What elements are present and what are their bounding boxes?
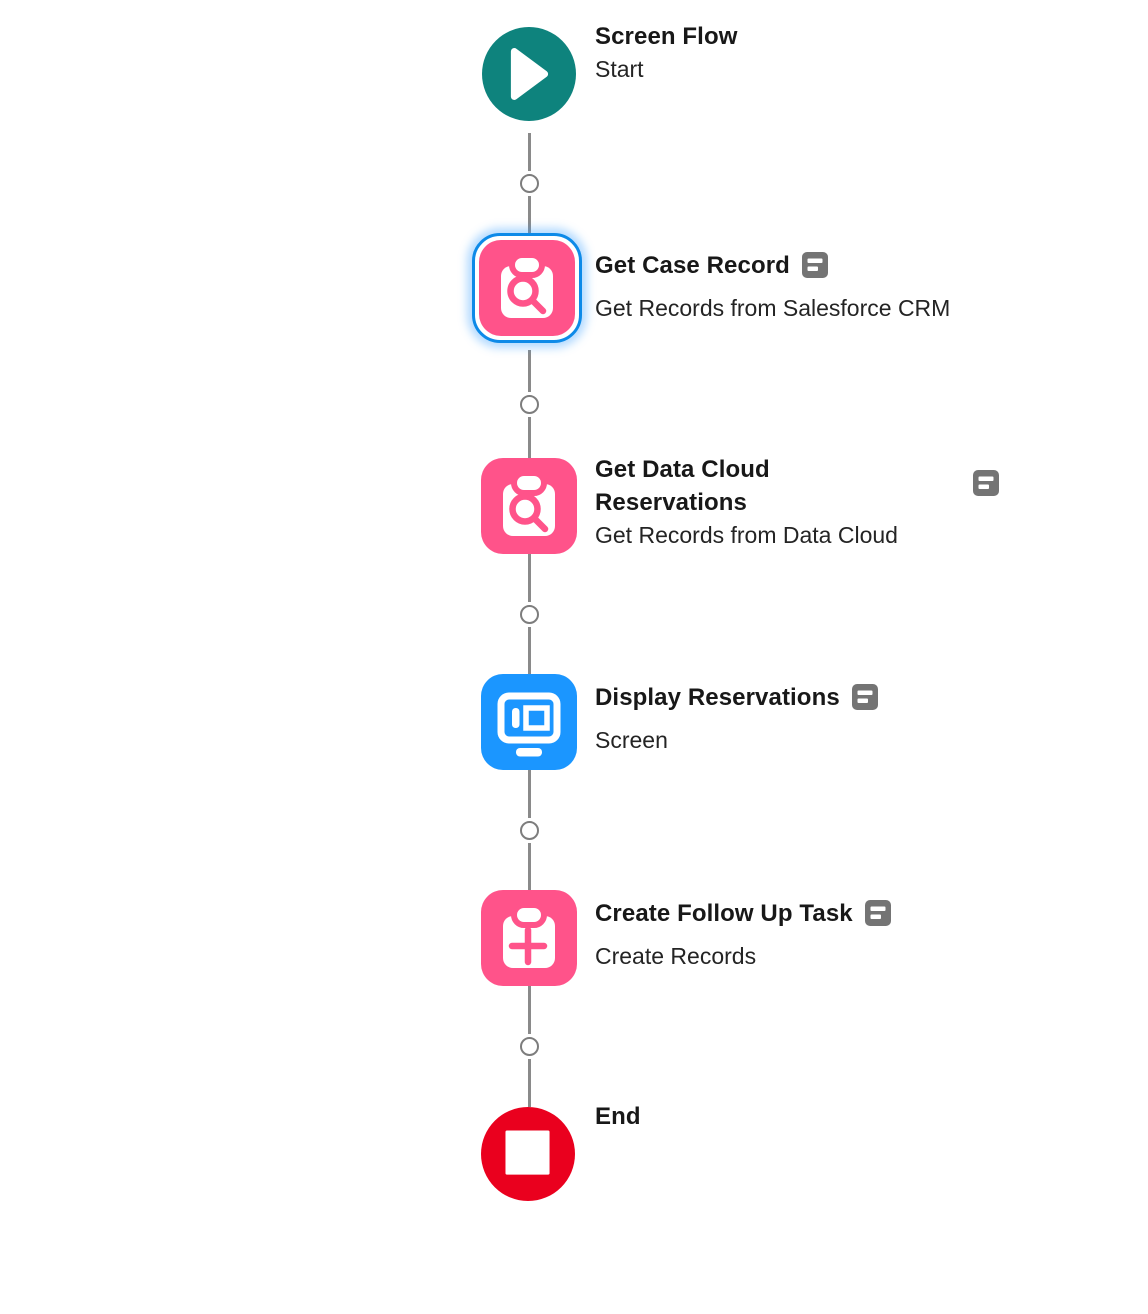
node-subtitle: Get Records from Salesforce CRM bbox=[595, 295, 951, 321]
connector-line bbox=[527, 350, 531, 392]
node-get-data-cloud-reservations[interactable] bbox=[481, 458, 577, 554]
connector-5 bbox=[518, 986, 540, 1107]
node-title: Create Follow Up Task bbox=[595, 900, 853, 927]
connector-line bbox=[527, 195, 531, 233]
node-title: End bbox=[595, 1103, 641, 1130]
node-end-label: End bbox=[595, 1100, 641, 1133]
node-end[interactable] bbox=[481, 1107, 575, 1201]
add-node-dot[interactable] bbox=[519, 604, 539, 624]
node-get-case-record[interactable] bbox=[472, 233, 582, 343]
add-node-dot[interactable] bbox=[519, 1037, 539, 1056]
node-display-reservations-label: Display Reservations Screen bbox=[595, 681, 878, 757]
description-icon[interactable] bbox=[851, 684, 878, 710]
selection-ring bbox=[472, 233, 582, 343]
connector-2 bbox=[518, 350, 540, 458]
add-node-dot[interactable] bbox=[519, 394, 539, 414]
description-icon[interactable] bbox=[801, 252, 828, 278]
node-title: Get Data Cloud Reservations bbox=[595, 456, 770, 516]
screen-icon bbox=[497, 692, 561, 757]
clipboard-search-icon bbox=[503, 470, 555, 536]
stop-square-icon bbox=[505, 1130, 550, 1175]
node-start-label: Screen Flow Start bbox=[595, 20, 737, 86]
connector-line bbox=[527, 133, 531, 171]
connector-line bbox=[527, 416, 531, 458]
connector-1 bbox=[518, 133, 540, 233]
node-subtitle: Start bbox=[595, 56, 644, 82]
connector-line bbox=[527, 986, 531, 1034]
node-subtitle: Screen bbox=[595, 727, 668, 753]
connector-line bbox=[527, 770, 531, 818]
node-title: Screen Flow bbox=[595, 23, 738, 50]
clipboard-add-icon bbox=[503, 902, 555, 968]
node-title: Display Reservations bbox=[595, 684, 840, 711]
play-icon bbox=[510, 48, 549, 100]
node-get-data-cloud-reservations-label: Get Data Cloud Reservations Get Records … bbox=[595, 453, 898, 552]
add-node-dot[interactable] bbox=[519, 173, 539, 193]
node-subtitle: Create Records bbox=[595, 943, 757, 969]
description-icon[interactable] bbox=[973, 470, 999, 496]
node-subtitle: Get Records from Data Cloud bbox=[595, 522, 898, 548]
connector-line bbox=[527, 626, 531, 674]
add-node-dot[interactable] bbox=[519, 820, 539, 840]
node-display-reservations[interactable] bbox=[481, 674, 577, 770]
node-create-follow-up-task[interactable] bbox=[481, 890, 577, 986]
node-get-case-record-label: Get Case Record Get Records from Salesfo… bbox=[595, 249, 950, 325]
connector-line bbox=[527, 554, 531, 602]
node-create-follow-up-task-label: Create Follow Up Task Create Records bbox=[595, 897, 891, 973]
connector-line bbox=[527, 1059, 531, 1107]
node-title: Get Case Record bbox=[595, 252, 790, 279]
connector-line bbox=[527, 842, 531, 890]
clipboard-search-icon bbox=[501, 252, 553, 318]
node-start[interactable] bbox=[482, 27, 576, 121]
connector-4 bbox=[518, 770, 540, 890]
connector-3 bbox=[518, 554, 540, 674]
description-icon[interactable] bbox=[864, 900, 891, 926]
